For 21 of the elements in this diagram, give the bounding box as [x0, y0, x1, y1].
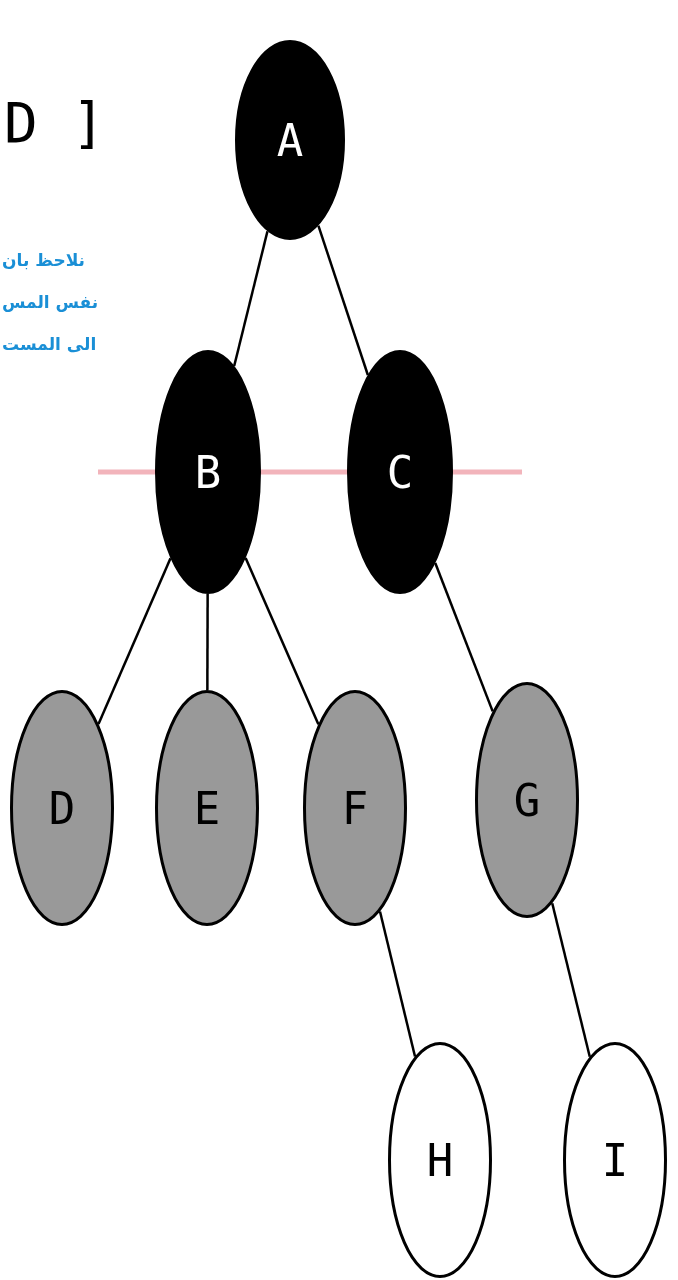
node-letter: D	[48, 782, 76, 834]
node-letter: C	[386, 446, 414, 498]
tree-edge	[233, 230, 269, 367]
note-text: نلاحظ بان	[2, 250, 85, 270]
note-text: الى المست	[2, 334, 97, 354]
tree-edge	[244, 557, 320, 725]
node-letter: E	[193, 782, 221, 834]
tree-edge	[378, 911, 417, 1057]
node-letter: H	[426, 1134, 454, 1186]
tree-edge	[97, 557, 172, 725]
heading-fragment: D ]	[4, 90, 106, 155]
node-letter: F	[341, 782, 369, 834]
node-letter: I	[601, 1134, 629, 1186]
node-letter: A	[276, 114, 304, 166]
tree-edge	[206, 594, 209, 690]
node-letter: B	[194, 446, 222, 498]
tree-edge	[317, 225, 370, 376]
note-text: نفس المس	[2, 292, 99, 312]
tree-edge	[434, 562, 494, 712]
tree-edge	[551, 902, 591, 1058]
node-letter: G	[513, 774, 541, 826]
